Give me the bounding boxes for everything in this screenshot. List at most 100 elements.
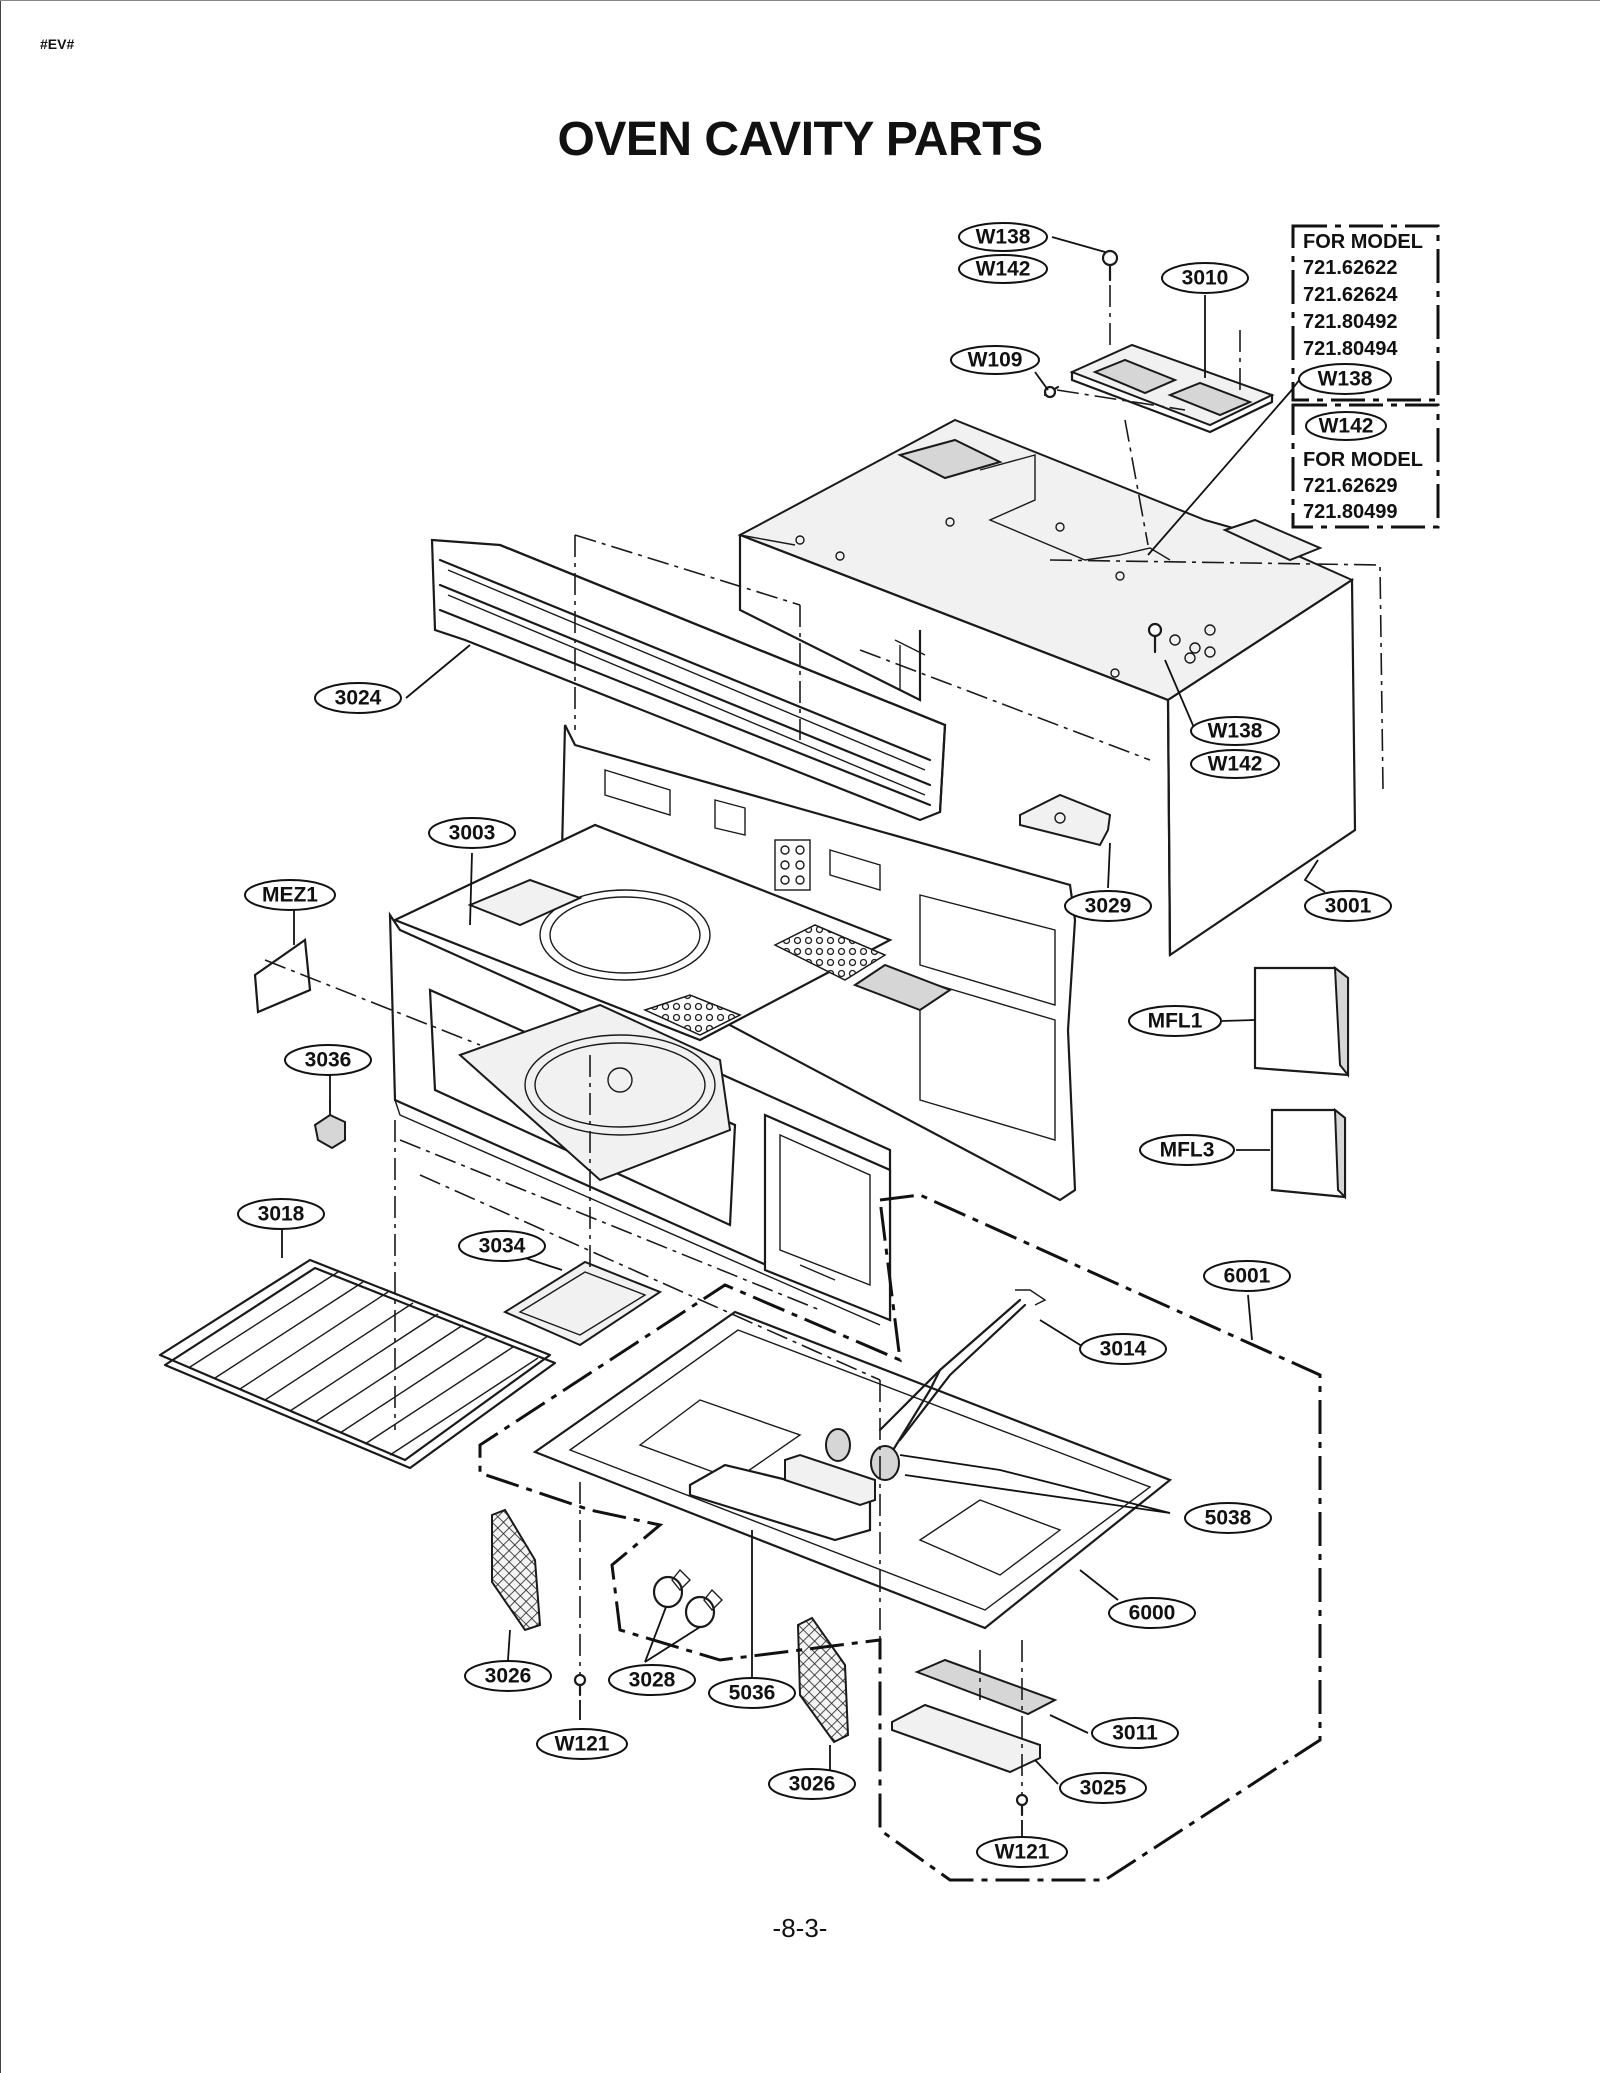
lamp-socket-5038 bbox=[825, 1428, 900, 1481]
svg-text:3024: 3024 bbox=[335, 687, 382, 710]
callout-3025: 3025 bbox=[1059, 1772, 1147, 1804]
outer-case-3001 bbox=[737, 418, 1357, 958]
callout-3026-bottom: 3026 bbox=[768, 1768, 856, 1800]
callout-3001: 3001 bbox=[1304, 890, 1392, 922]
callout-3026-left: 3026 bbox=[464, 1660, 552, 1692]
lamp-bulb-3028 bbox=[652, 1568, 723, 1629]
manual-mfl1 bbox=[1253, 965, 1350, 1078]
note-b-heading: FOR MODEL bbox=[1303, 449, 1423, 471]
callout-3028: 3028 bbox=[608, 1664, 696, 1696]
model-note-group-b: W142 FOR MODEL 721.62629 721.80499 bbox=[1291, 403, 1440, 529]
bracket-3029 bbox=[1019, 793, 1112, 847]
note-a-heading: FOR MODEL bbox=[1303, 231, 1423, 253]
manual-mfl3 bbox=[1270, 1107, 1347, 1200]
callout-w109: W109 bbox=[950, 345, 1040, 375]
callout-w138-right: W138 bbox=[1190, 716, 1280, 746]
callout-w121-left: W121 bbox=[536, 1728, 628, 1760]
note-a-model-1: 721.62622 bbox=[1303, 257, 1398, 279]
svg-text:3014: 3014 bbox=[1100, 1338, 1147, 1361]
callout-w138-note: W138 bbox=[1298, 363, 1392, 395]
grease-filter-3026-bottom bbox=[796, 1616, 850, 1744]
svg-text:W138: W138 bbox=[976, 226, 1031, 249]
callout-3036: 3036 bbox=[284, 1044, 372, 1076]
callout-6001: 6001 bbox=[1203, 1260, 1291, 1292]
svg-text:W138: W138 bbox=[1318, 368, 1373, 391]
svg-text:W142: W142 bbox=[1319, 415, 1374, 438]
wire-harness-3014 bbox=[878, 1289, 1047, 1457]
callout-3018: 3018 bbox=[237, 1198, 325, 1230]
svg-text:3010: 3010 bbox=[1182, 267, 1229, 290]
screw-w138-right bbox=[1147, 622, 1163, 654]
callout-w142-note: W142 bbox=[1305, 411, 1387, 441]
svg-text:3003: 3003 bbox=[449, 822, 496, 845]
svg-text:W142: W142 bbox=[1208, 753, 1263, 776]
svg-text:3026: 3026 bbox=[789, 1773, 836, 1796]
callout-5036: 5036 bbox=[708, 1677, 796, 1709]
note-b-model-1: 721.62629 bbox=[1303, 475, 1398, 497]
svg-text:3036: 3036 bbox=[305, 1049, 352, 1072]
callout-3003: 3003 bbox=[428, 817, 516, 849]
model-note-group-a: FOR MODEL 721.62622 721.62624 721.80492 … bbox=[1291, 224, 1440, 402]
label-mez1-sheet bbox=[253, 938, 312, 1014]
svg-text:6001: 6001 bbox=[1224, 1265, 1271, 1288]
cover-plate-3034 bbox=[502, 1260, 663, 1347]
mounting-plate-3010 bbox=[1069, 343, 1275, 434]
lamp-cover-3011 bbox=[914, 1658, 1058, 1716]
screw-w121-right bbox=[1015, 1793, 1029, 1817]
callout-3011: 3011 bbox=[1091, 1717, 1179, 1749]
cavity-3003 bbox=[388, 724, 1077, 1326]
svg-text:3011: 3011 bbox=[1112, 1722, 1158, 1745]
base-plate-6000 bbox=[532, 1310, 1173, 1630]
svg-text:3029: 3029 bbox=[1085, 895, 1132, 918]
page-top-edge bbox=[0, 0, 1600, 1]
svg-text:3001: 3001 bbox=[1325, 895, 1372, 918]
oven-rack-3018 bbox=[158, 1258, 557, 1470]
callout-3010: 3010 bbox=[1161, 262, 1249, 294]
svg-text:W121: W121 bbox=[995, 1841, 1050, 1864]
callout-mfl3: MFL3 bbox=[1139, 1134, 1235, 1166]
svg-text:5038: 5038 bbox=[1205, 1507, 1252, 1530]
svg-text:W138: W138 bbox=[1208, 720, 1263, 743]
document-code: #EV# bbox=[40, 36, 75, 52]
grease-filter-3026-left bbox=[491, 1508, 542, 1632]
svg-text:MEZ1: MEZ1 bbox=[262, 884, 318, 907]
callout-3014: 3014 bbox=[1079, 1333, 1167, 1365]
latch-3036 bbox=[313, 1113, 346, 1150]
page-title: OVEN CAVITY PARTS bbox=[557, 113, 1043, 166]
callout-w121-right: W121 bbox=[976, 1836, 1068, 1868]
svg-text:MFL1: MFL1 bbox=[1148, 1010, 1203, 1033]
note-b-model-2: 721.80499 bbox=[1303, 501, 1398, 523]
note-a-model-4: 721.80494 bbox=[1303, 338, 1398, 360]
svg-text:W121: W121 bbox=[555, 1733, 610, 1756]
svg-text:3034: 3034 bbox=[479, 1235, 526, 1258]
callout-mfl1: MFL1 bbox=[1128, 1005, 1222, 1037]
vent-grille-3024 bbox=[430, 538, 947, 822]
svg-text:3026: 3026 bbox=[485, 1665, 532, 1688]
svg-text:MFL3: MFL3 bbox=[1160, 1139, 1215, 1162]
assembly-boundary-6001 bbox=[478, 1193, 1322, 1882]
note-a-model-2: 721.62624 bbox=[1303, 284, 1398, 306]
callout-w138-top: W138 bbox=[958, 222, 1048, 252]
svg-text:W109: W109 bbox=[968, 349, 1023, 372]
leader-lines bbox=[281, 236, 1326, 1840]
callout-3024: 3024 bbox=[314, 682, 402, 714]
svg-text:3025: 3025 bbox=[1080, 1777, 1127, 1800]
callout-5038: 5038 bbox=[1184, 1502, 1272, 1534]
page-number: -8-3- bbox=[772, 1913, 828, 1943]
screw-w138-top bbox=[1101, 249, 1119, 282]
callout-mez1: MEZ1 bbox=[244, 879, 336, 911]
svg-text:5036: 5036 bbox=[729, 1682, 776, 1705]
callout-w142-right: W142 bbox=[1190, 749, 1280, 779]
callout-6000: 6000 bbox=[1108, 1597, 1196, 1629]
svg-text:6000: 6000 bbox=[1129, 1602, 1176, 1625]
screw-w121-left bbox=[573, 1673, 587, 1697]
callout-3034: 3034 bbox=[458, 1230, 546, 1262]
page-left-edge bbox=[0, 0, 1, 2073]
callout-3029: 3029 bbox=[1064, 890, 1152, 922]
note-a-model-3: 721.80492 bbox=[1303, 311, 1398, 333]
svg-text:3028: 3028 bbox=[629, 1669, 676, 1692]
assembly-lines bbox=[264, 285, 1384, 1795]
lamp-cover-frame-3025 bbox=[891, 1703, 1041, 1774]
